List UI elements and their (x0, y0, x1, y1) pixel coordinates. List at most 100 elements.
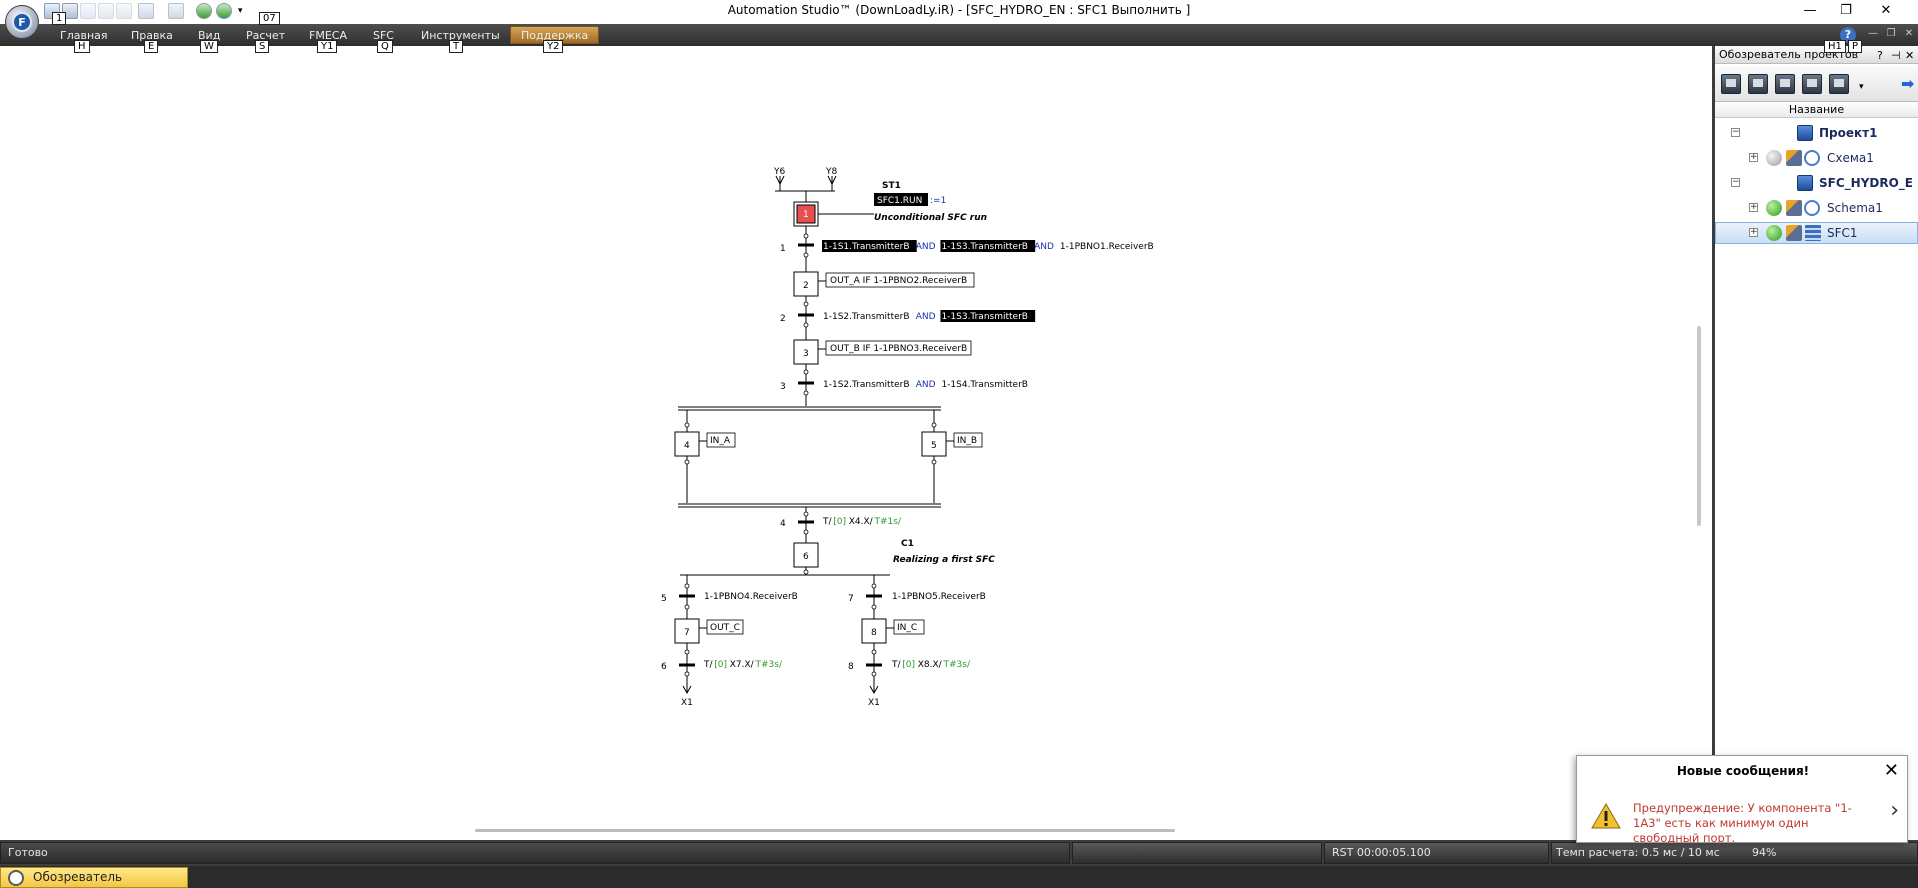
chevron-right-icon[interactable]: › (1890, 798, 1899, 823)
export-project-icon[interactable] (1829, 74, 1849, 94)
condition-highlight (940, 240, 1036, 252)
condition-part: T/ (891, 660, 901, 670)
transition-condition[interactable]: T/[0]X7.X/T#3s/ (703, 660, 783, 670)
close-icon[interactable]: ✕ (1883, 760, 1899, 781)
transition-number: 6 (661, 662, 667, 672)
help-icon[interactable]: ? (1840, 27, 1856, 43)
tab-fmeca[interactable]: FMECA (309, 29, 347, 42)
status-ready: Готово (8, 846, 48, 859)
refresh-project-icon[interactable] (1775, 74, 1795, 94)
ribbon-close-icon[interactable]: ✕ (1904, 28, 1914, 39)
keytip-help: H1 (1824, 40, 1846, 53)
new-project-icon[interactable] (1721, 74, 1741, 94)
warning-message[interactable]: Предупреждение: У компонента "1-1A3" ест… (1633, 801, 1852, 845)
action-block[interactable]: OUT_A IF 1-1PBNO2.ReceiverB (830, 276, 967, 286)
transition-condition[interactable]: 1-1S2.TransmitterB AND 1-1S3.Transmitter… (823, 310, 1036, 322)
condition-part: 1-1PBNO1.ReceiverB (1060, 242, 1154, 252)
run-icon[interactable] (196, 3, 212, 19)
qat-dropdown-icon[interactable]: ▾ (238, 6, 243, 16)
collapse-icon[interactable]: − (1731, 177, 1740, 187)
window-title: Automation Studio™ (DownLoadLy.iR) - [SF… (727, 3, 1191, 17)
action-block[interactable]: OUT_B IF 1-1PBNO3.ReceiverB (830, 344, 967, 354)
action-block[interactable]: IN_B (957, 436, 977, 446)
print-icon[interactable] (116, 3, 132, 19)
expand-icon[interactable]: + (1749, 152, 1758, 162)
jump-label: X1 (681, 698, 693, 708)
status-bar: Готово RST 00:00:05.100 Темп расчета: 0.… (0, 840, 1918, 866)
condition-part: AND (916, 380, 936, 390)
collapse-icon[interactable]: − (1731, 127, 1740, 137)
save-icon[interactable] (98, 3, 114, 19)
tree-item-schema1-ru[interactable]: + Схема1 (1715, 147, 1918, 169)
action-block[interactable]: OUT_C (710, 623, 740, 633)
action-block[interactable]: IN_C (897, 623, 917, 633)
keytip-edit: E (144, 40, 159, 53)
keytip-home: H (74, 40, 90, 53)
minimize-button[interactable]: — (1803, 3, 1817, 18)
condition-part: T/ (822, 517, 832, 527)
step-name-st1: ST1 (882, 181, 901, 191)
step-icon[interactable] (216, 3, 232, 19)
column-header-name[interactable]: Название (1715, 102, 1918, 118)
transition-condition[interactable]: T/[0]X4.X/T#1s/ (822, 517, 902, 527)
condition-part: 1-1PBNO4.ReceiverB (704, 592, 798, 602)
condition-part: 1-1S1.TransmitterB (823, 242, 910, 252)
application-menu-button[interactable]: F (5, 5, 39, 39)
tree-item-project1[interactable]: − Проект1 (1715, 122, 1918, 144)
vertical-scrollbar[interactable] (1697, 326, 1701, 526)
tree-item-schema1[interactable]: + Schema1 (1715, 197, 1918, 219)
tab-support[interactable]: Поддержка (510, 26, 600, 44)
undo-icon[interactable] (138, 3, 154, 19)
transition-condition[interactable]: 1-1S2.TransmitterB AND 1-1S4.Transmitter… (823, 380, 1028, 390)
panel-help-button[interactable]: ? (1877, 49, 1883, 62)
tab-sfc[interactable]: SFC (373, 29, 394, 42)
sfc-diagram[interactable]: Y6 Y8 1 2 3 4 5 6 7 8 ST1 SFC1.RUN :=1 U… (0, 46, 1712, 840)
open-icon[interactable] (80, 3, 96, 19)
panel-close-button[interactable]: ✕ (1905, 49, 1915, 62)
step-comment: Realizing a first SFC (893, 555, 995, 565)
keytip-view: W (200, 40, 218, 53)
transition-condition[interactable]: 1-1PBNO4.ReceiverB (704, 592, 798, 602)
ribbon-minimize-icon[interactable]: — (1868, 28, 1878, 39)
expand-icon[interactable]: + (1749, 202, 1758, 212)
tree-item-sfc-hydro[interactable]: − SFC_HYDRO_E (1715, 172, 1918, 194)
popup-title: Новые сообщения! (1676, 764, 1810, 778)
save-project-icon[interactable] (1802, 74, 1822, 94)
panel-pin-button[interactable]: ⊣ (1891, 49, 1901, 62)
action-block[interactable]: IN_A (710, 436, 731, 446)
horizontal-scrollbar[interactable] (475, 829, 1175, 832)
message-explorer-tab[interactable]: Обозреватель сообщений (0, 867, 188, 888)
step-number: 2 (803, 281, 809, 291)
app-logo-icon: F (12, 12, 32, 32)
sfc-canvas[interactable]: Y6 Y8 1 2 3 4 5 6 7 8 ST1 SFC1.RUN :=1 U… (0, 46, 1712, 840)
condition-part: AND (916, 312, 936, 322)
condition-part: 1-1S3.TransmitterB (941, 312, 1028, 322)
tab-edit[interactable]: Правка (131, 29, 173, 42)
restore-button[interactable]: ❐ (1840, 3, 1852, 18)
condition-part: T#3s/ (943, 660, 971, 670)
navigate-arrow-icon[interactable]: ➡ (1901, 74, 1915, 93)
tree-item-label: SFC_HYDRO_E (1819, 176, 1913, 190)
condition-part: 1-1S4.TransmitterB (941, 380, 1028, 390)
tree-item-label: Проект1 (1819, 126, 1878, 140)
tab-calculation[interactable]: Расчет (246, 29, 286, 42)
step-action-suffix: :=1 (930, 196, 946, 206)
tab-home[interactable]: Главная (60, 29, 108, 42)
tab-tools[interactable]: Инструменты (421, 29, 500, 42)
expand-icon[interactable]: + (1749, 227, 1758, 237)
transition-condition[interactable]: 1-1S1.TransmitterB AND 1-1S3.Transmitter… (822, 240, 1154, 252)
ribbon-restore-icon[interactable]: ❐ (1886, 28, 1896, 39)
toolbar-overflow-icon[interactable]: ▾ (1859, 82, 1864, 92)
condition-part: 1-1S2.TransmitterB (823, 380, 910, 390)
open-project-icon[interactable] (1748, 74, 1768, 94)
redo-icon[interactable] (168, 3, 184, 19)
panel-header: Обозреватель проектов ? ⊣ ✕ (1715, 46, 1918, 64)
tab-view[interactable]: Вид (198, 29, 221, 42)
transition-condition[interactable]: T/[0]X8.X/T#3s/ (891, 660, 971, 670)
message-explorer-label: Обозреватель сообщений (33, 870, 123, 884)
transition-condition[interactable]: 1-1PBNO5.ReceiverB (892, 592, 986, 602)
diagram-tool-icon (1786, 150, 1802, 166)
close-button[interactable]: ✕ (1880, 3, 1892, 18)
tree-item-sfc1[interactable]: + SFC1 (1715, 222, 1918, 244)
status-segment (0, 842, 1070, 864)
